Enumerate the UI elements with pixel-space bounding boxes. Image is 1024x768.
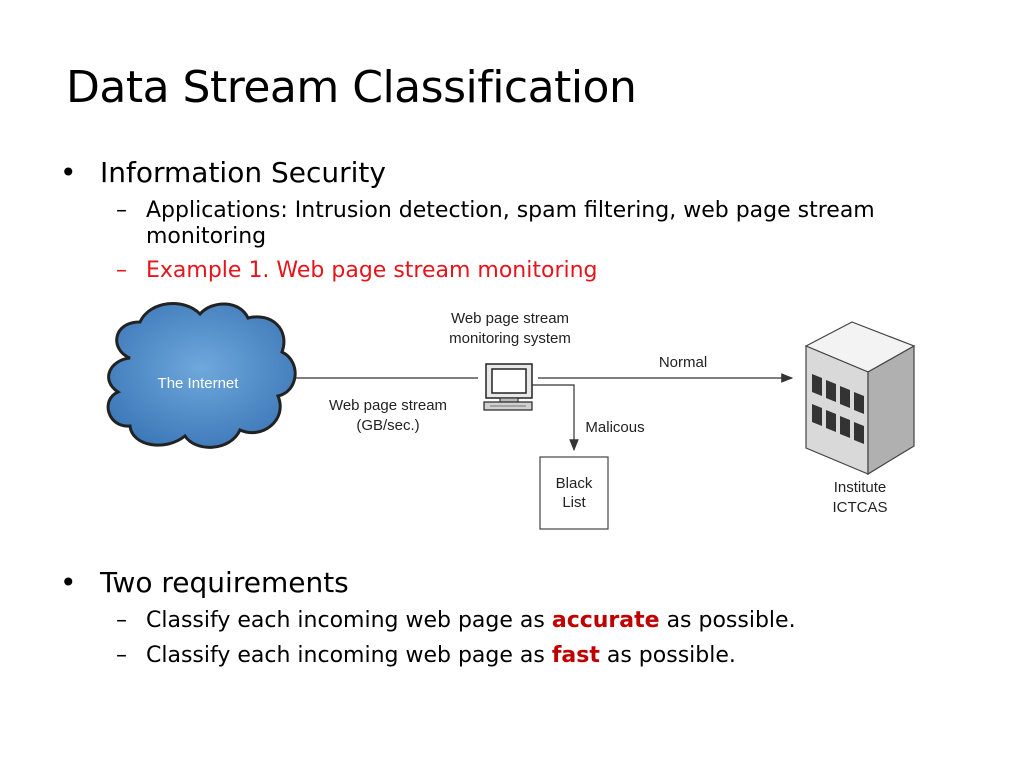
text-before: Classify each incoming web page as <box>146 643 552 668</box>
normal-label: Normal <box>659 354 707 371</box>
internet-cloud-icon: The Internet <box>106 302 297 449</box>
emphasis-fast: fast <box>551 643 600 668</box>
monitoring-computer-icon <box>483 363 533 411</box>
dash: – <box>116 258 127 283</box>
bullet-dot: • <box>60 566 77 599</box>
dash: – <box>116 608 127 633</box>
institute-label-2: ICTCAS <box>832 499 887 516</box>
black-list-label-2: List <box>562 494 586 511</box>
institute-building-icon <box>804 321 916 476</box>
bullet-text: Information Security <box>100 156 386 189</box>
bullet-text: Two requirements <box>100 566 349 599</box>
text-after: as possible. <box>599 643 736 668</box>
dash: – <box>116 643 127 668</box>
sub-bullet-text: Example 1. Web page stream monitoring <box>146 258 598 283</box>
page-title: Data Stream Classification <box>66 62 637 113</box>
institute-label-1: Institute <box>834 479 887 496</box>
malicious-label: Malicous <box>585 419 644 436</box>
system-label-2: monitoring system <box>449 330 571 347</box>
bullet-dot: • <box>60 156 77 189</box>
emphasis-accurate: accurate <box>551 608 660 633</box>
stream-label-1: Web page stream <box>329 397 447 414</box>
sub-bullet-text: Classify each incoming web page as accur… <box>146 608 796 634</box>
stream-label-2: (GB/sec.) <box>356 417 419 434</box>
text-before: Classify each incoming web page as <box>146 608 552 633</box>
internet-label: The Internet <box>158 375 240 392</box>
text-after: as possible. <box>659 608 796 633</box>
dash: – <box>116 198 127 223</box>
black-list-box <box>539 456 609 530</box>
black-list-label-1: Black <box>556 475 593 492</box>
system-label-1: Web page stream <box>451 310 569 327</box>
sub-bullet-text: Classify each incoming web page as fast … <box>146 643 736 669</box>
malicious-arrow <box>532 384 579 452</box>
sub-bullet-text: Applications: Intrusion detection, spam … <box>146 198 875 249</box>
